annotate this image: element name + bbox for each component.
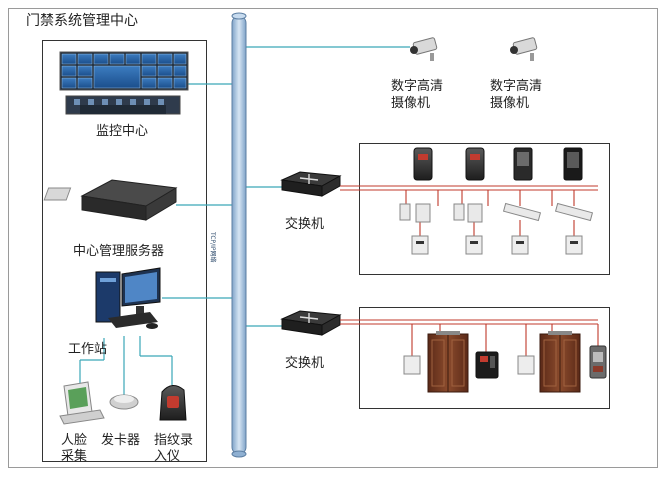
face-capture-icon xyxy=(59,381,105,425)
switch-icon-top xyxy=(280,171,342,197)
fingerprint-enroller-icon xyxy=(159,385,187,421)
network-bus-label: TCP/IP网络 xyxy=(209,232,216,263)
face-capture-label-line1: 人脸 xyxy=(61,433,88,448)
video-wall xyxy=(59,51,189,115)
door-icon-1 xyxy=(427,331,469,393)
reader-row-top xyxy=(413,147,583,181)
management-center-title: 门禁系统管理中心 xyxy=(26,13,138,29)
network-connections xyxy=(79,46,410,395)
camera-2-label-line1: 数字高清 xyxy=(490,79,543,94)
reader-bottom-right xyxy=(589,345,607,379)
card-issuer-icon xyxy=(109,394,139,410)
controller-row-top xyxy=(399,202,594,223)
camera-icon-2 xyxy=(510,37,538,61)
diagram-frame xyxy=(8,8,658,468)
face-capture-label-line2: 采集 xyxy=(61,449,88,464)
fingerprint-label-line1: 指纹录 xyxy=(154,433,194,448)
network-bus xyxy=(231,12,247,458)
monitor-center-label: 监控中心 xyxy=(96,124,149,139)
camera-1-label-line2: 摄像机 xyxy=(391,96,431,111)
camera-icon-1 xyxy=(410,37,438,61)
fingerprint-terminal-bottom xyxy=(475,351,499,379)
camera-1-label-line1: 数字高清 xyxy=(391,79,444,94)
switch-bottom-label: 交换机 xyxy=(285,356,325,371)
exit-button-row-top xyxy=(411,235,583,255)
card-issuer-label: 发卡器 xyxy=(101,433,141,448)
exit-button-bottom xyxy=(403,355,535,375)
server-icon xyxy=(43,179,178,221)
switch-icon-bottom xyxy=(280,310,342,336)
fingerprint-label-line2: 入仪 xyxy=(154,449,181,464)
door-icon-2 xyxy=(539,331,581,393)
workstation-label: 工作站 xyxy=(68,342,108,357)
door-bus-top xyxy=(340,185,598,236)
switch-top-label: 交换机 xyxy=(285,217,325,232)
server-label: 中心管理服务器 xyxy=(73,244,165,259)
workstation-icon xyxy=(95,267,161,329)
exit-button-marks-top xyxy=(416,241,578,244)
camera-2-label-line2: 摄像机 xyxy=(490,96,530,111)
